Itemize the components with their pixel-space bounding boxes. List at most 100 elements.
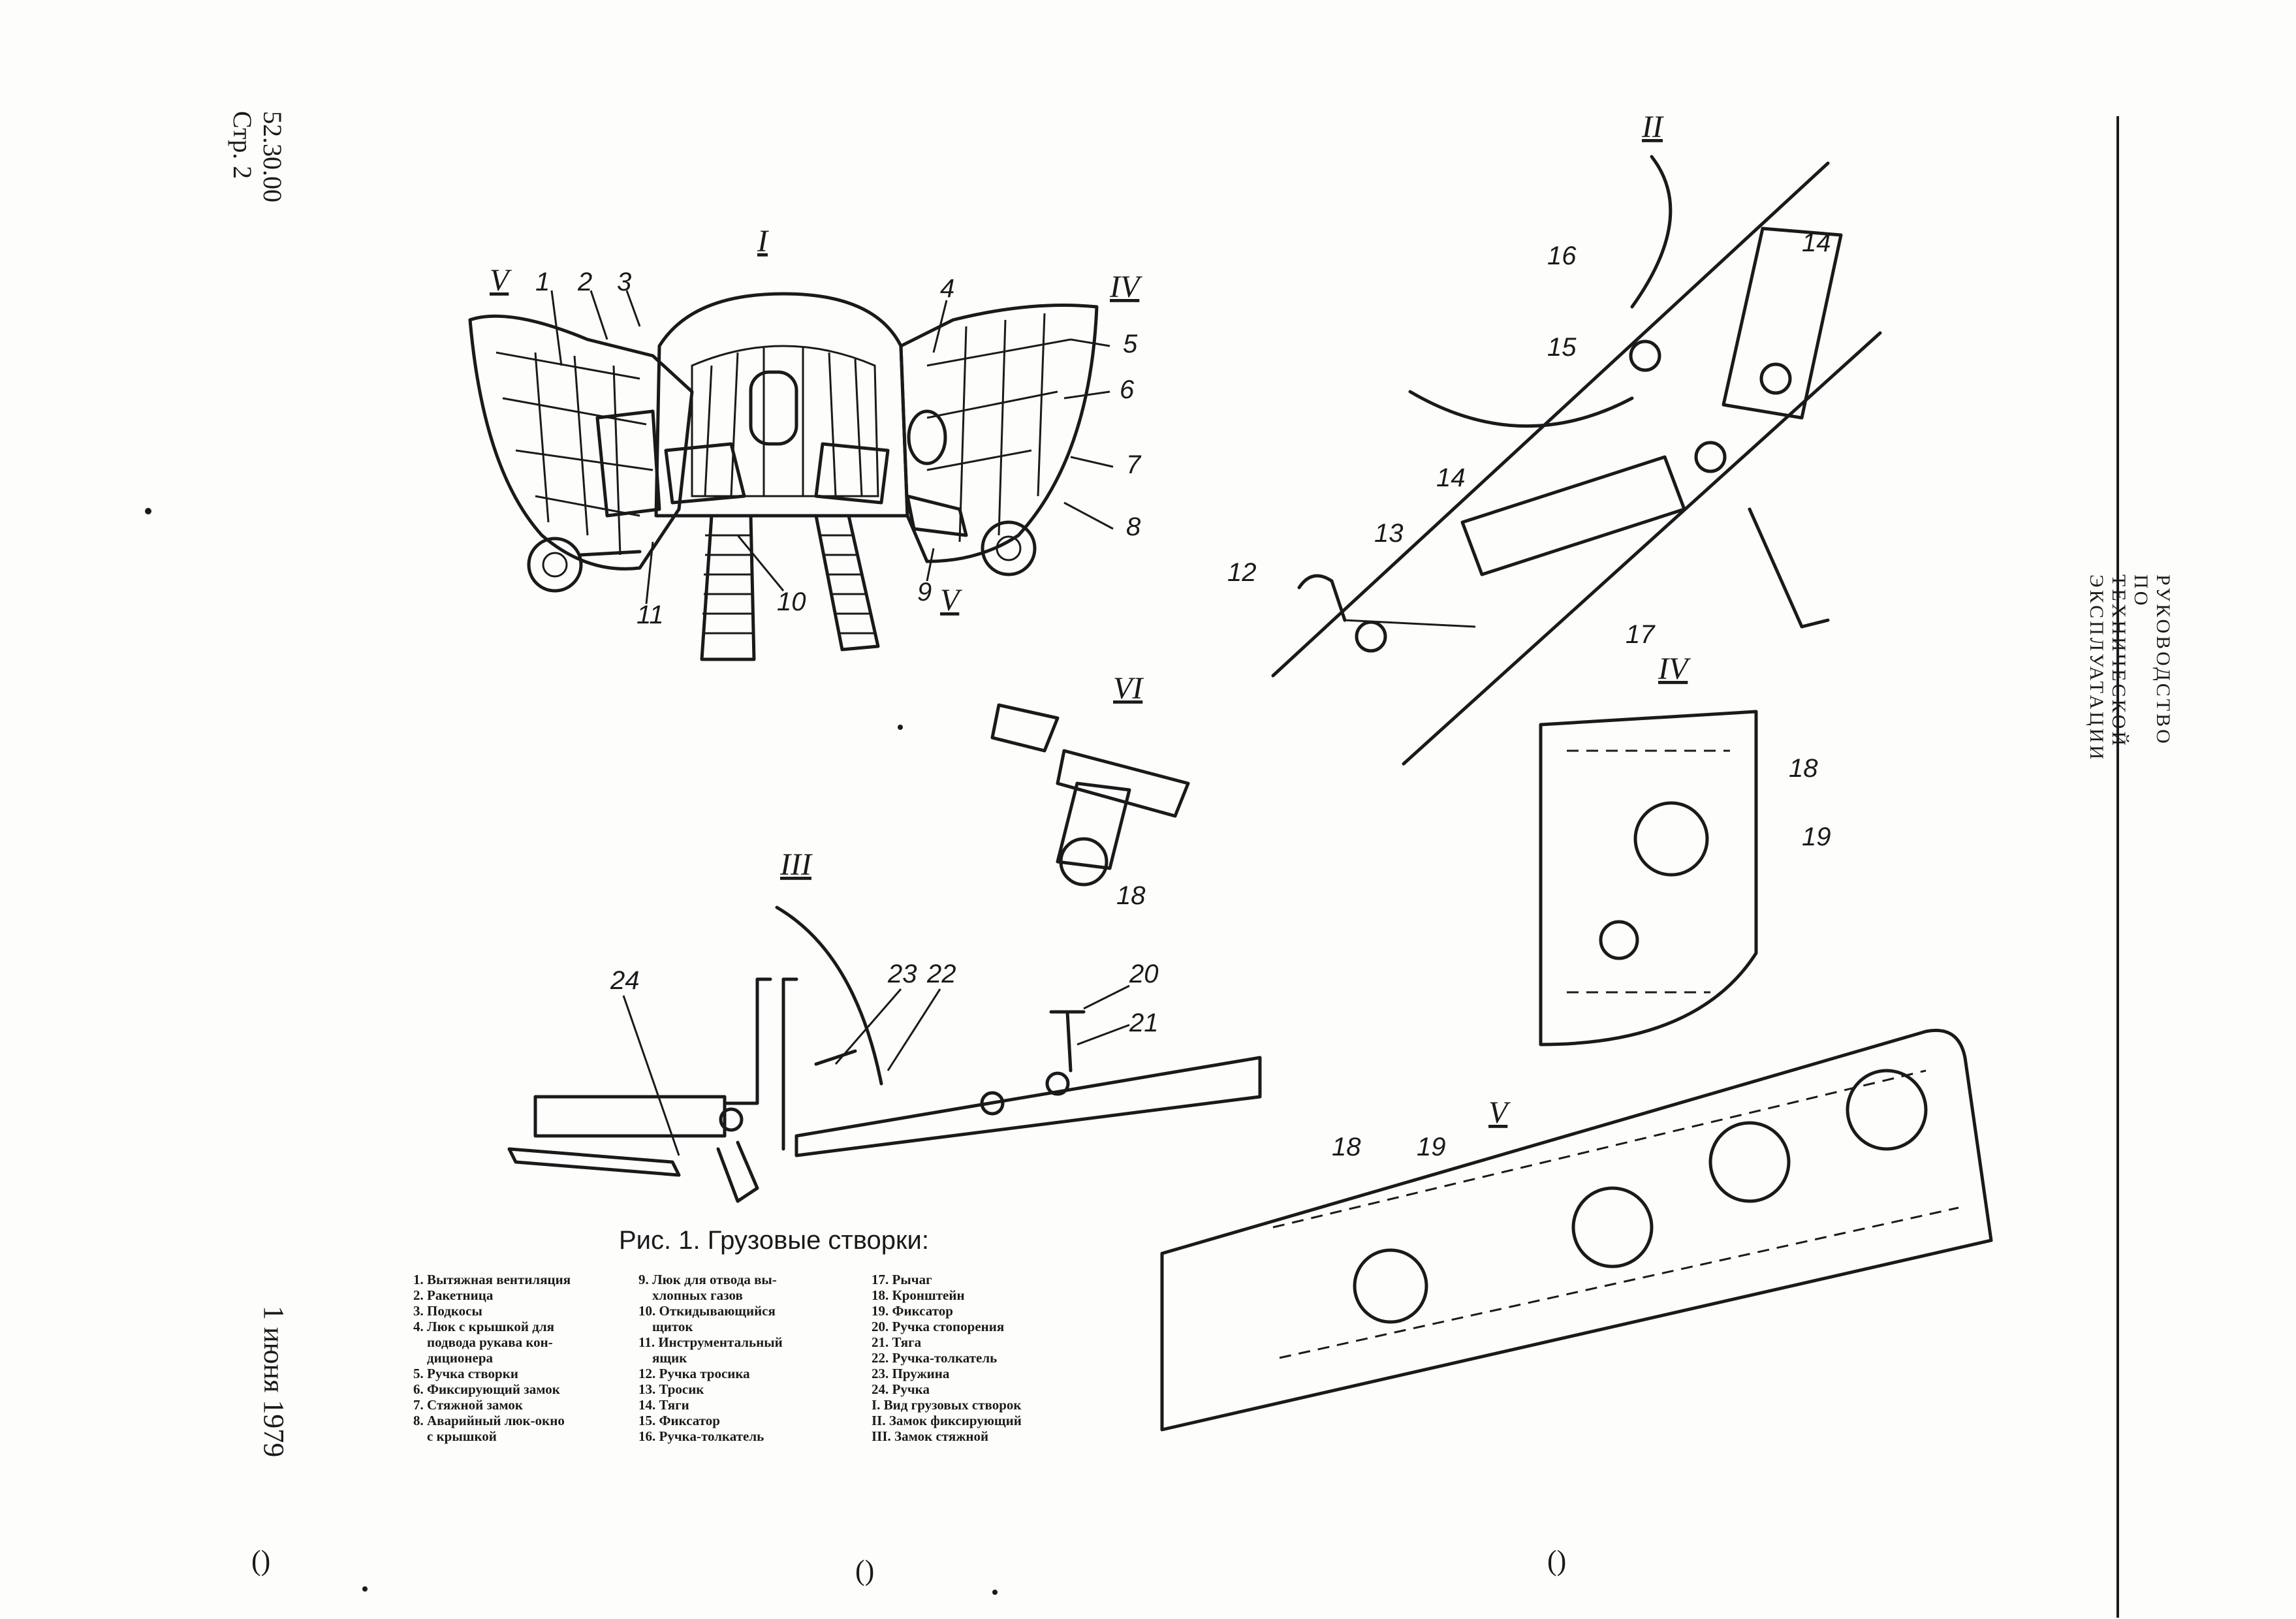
callout-22: 22 bbox=[926, 960, 956, 988]
hold-ribs bbox=[704, 346, 863, 497]
legend-item: 10. Откидывающийся bbox=[638, 1303, 776, 1319]
vi-plate-left bbox=[990, 703, 1060, 753]
pin-d bbox=[1355, 620, 1387, 653]
iii-pusher-22 bbox=[775, 905, 883, 1086]
v-frame-outline bbox=[1160, 1028, 1993, 1432]
callout-13: 13 bbox=[1374, 519, 1404, 548]
iii-handle-24 bbox=[507, 1147, 681, 1177]
iii-right-plate bbox=[794, 1056, 1262, 1157]
legend-item: 23. Пружина bbox=[872, 1366, 950, 1381]
section-mark-iv: IV bbox=[1109, 270, 1142, 304]
legend-item: 3. Подкосы bbox=[413, 1303, 482, 1319]
iii-left-plate bbox=[533, 1095, 727, 1138]
scan-speck bbox=[362, 1586, 368, 1592]
legend-item: 8. Аварийный люк-окно bbox=[413, 1413, 565, 1428]
left-door-frames bbox=[495, 351, 653, 556]
vi-eye bbox=[1059, 837, 1109, 887]
view-i-cargo-doors: I 1 bbox=[468, 224, 1142, 661]
legend-item: 7. Стяжной замок bbox=[413, 1397, 524, 1413]
vi-plate-mid bbox=[1056, 749, 1190, 818]
callout-1: 1 bbox=[535, 268, 550, 296]
section-mark-v-right: V bbox=[940, 583, 962, 618]
handle-16-lower bbox=[1408, 390, 1634, 428]
legend-item: 13. Тросик bbox=[638, 1381, 704, 1397]
rod-14-lower bbox=[1460, 455, 1686, 576]
right-door-frames bbox=[926, 313, 1071, 542]
legend-item: 18. Кронштейн bbox=[872, 1287, 965, 1303]
legend-item: 14. Тяги bbox=[638, 1397, 689, 1413]
scan-speck bbox=[145, 508, 151, 514]
view-i-leader-lines bbox=[550, 290, 1114, 605]
callout-18-iv: 18 bbox=[1789, 754, 1818, 783]
right-cargo-box bbox=[814, 442, 890, 505]
legend-item: 12. Ручка тросика bbox=[638, 1366, 750, 1381]
view-label-ii: II bbox=[1641, 110, 1664, 144]
callout-9: 9 bbox=[917, 578, 932, 606]
view-v-door-frame: V 18 19 bbox=[1160, 1028, 1993, 1432]
legend-item: 24. Ручка bbox=[872, 1381, 930, 1397]
emergency-window bbox=[907, 409, 947, 465]
callout-24: 24 bbox=[610, 966, 640, 995]
iii-left-flange bbox=[723, 977, 772, 1105]
view-ii-fixing-lock: II 16 15 14 14 13 12 17 bbox=[1227, 110, 1882, 766]
section-mark-v-left: V bbox=[490, 263, 512, 298]
callout-11: 11 bbox=[637, 601, 664, 629]
left-ramp-treads bbox=[702, 534, 753, 635]
handle-16 bbox=[1630, 155, 1673, 309]
legend-item: щиток bbox=[638, 1319, 693, 1334]
legend-item: 20. Ручка стопорения bbox=[872, 1319, 1005, 1334]
vi-arm bbox=[1056, 781, 1131, 870]
callout-12: 12 bbox=[1227, 558, 1257, 587]
legend-item: 15. Фиксатор bbox=[638, 1413, 720, 1428]
view-vi-detail: VI 18 bbox=[990, 671, 1190, 910]
callout-19-iv: 19 bbox=[1802, 823, 1831, 851]
callout-2: 2 bbox=[577, 268, 592, 296]
cargo-hold-interior bbox=[691, 345, 879, 497]
binding-hole-left: () bbox=[251, 1545, 271, 1577]
view-label-v: V bbox=[1488, 1095, 1511, 1130]
callout-17: 17 bbox=[1626, 620, 1656, 649]
iii-right-flange bbox=[781, 977, 798, 1151]
v-hidden-lines bbox=[1272, 1069, 1959, 1359]
right-ramp-treads bbox=[819, 534, 875, 635]
callout-21: 21 bbox=[1129, 1009, 1159, 1037]
iii-pin-left bbox=[719, 1107, 744, 1132]
callout-23: 23 bbox=[887, 960, 917, 988]
legend-item: 2. Ракетница bbox=[413, 1287, 494, 1303]
legend-item: 11. Инструментальный bbox=[638, 1334, 783, 1350]
legend-item: 21. Тяга bbox=[872, 1334, 922, 1350]
iii-spring-23 bbox=[814, 1049, 857, 1066]
legend-item: ящик bbox=[638, 1350, 687, 1366]
left-door-outline bbox=[468, 314, 694, 571]
door-skin-line-a bbox=[1271, 161, 1830, 678]
pin-b bbox=[1694, 441, 1727, 473]
view-iii-tension-lock: III 24 23 22 20 21 bbox=[507, 847, 1262, 1203]
iii-pin-mid bbox=[980, 1091, 1005, 1116]
pin-a bbox=[1629, 339, 1661, 372]
right-tool-box bbox=[905, 494, 968, 537]
scan-speck bbox=[898, 725, 903, 730]
callout-20: 20 bbox=[1129, 960, 1159, 988]
right-ramp bbox=[814, 514, 880, 652]
binding-hole-center: () bbox=[855, 1554, 875, 1586]
v-lightening-hole-1 bbox=[1571, 1186, 1654, 1268]
view-label-iii: III bbox=[779, 847, 813, 882]
legend-item: III. Замок стяжной bbox=[872, 1428, 989, 1444]
legend-item: II. Замок фиксирующий bbox=[872, 1413, 1022, 1428]
left-wheel-hub bbox=[542, 552, 568, 578]
right-wheel bbox=[981, 520, 1037, 576]
view-iv-hidden-lines bbox=[1567, 749, 1730, 994]
view-iii-leader-lines bbox=[622, 984, 1130, 1156]
view-label-i: I bbox=[757, 224, 769, 259]
legend-item: 22. Ручка-толкатель bbox=[872, 1350, 998, 1366]
legend-item: диционера bbox=[413, 1350, 494, 1366]
fuselage-opening bbox=[654, 292, 909, 518]
left-wheel bbox=[527, 537, 583, 593]
callout-4: 4 bbox=[940, 274, 954, 303]
rear-door-window bbox=[749, 370, 798, 446]
callout-18-v: 18 bbox=[1332, 1133, 1361, 1161]
view-iv-bracket: IV 18 19 bbox=[1539, 652, 1831, 1046]
iii-stop-handle-20 bbox=[1049, 1010, 1086, 1073]
pin-c bbox=[1759, 362, 1792, 395]
